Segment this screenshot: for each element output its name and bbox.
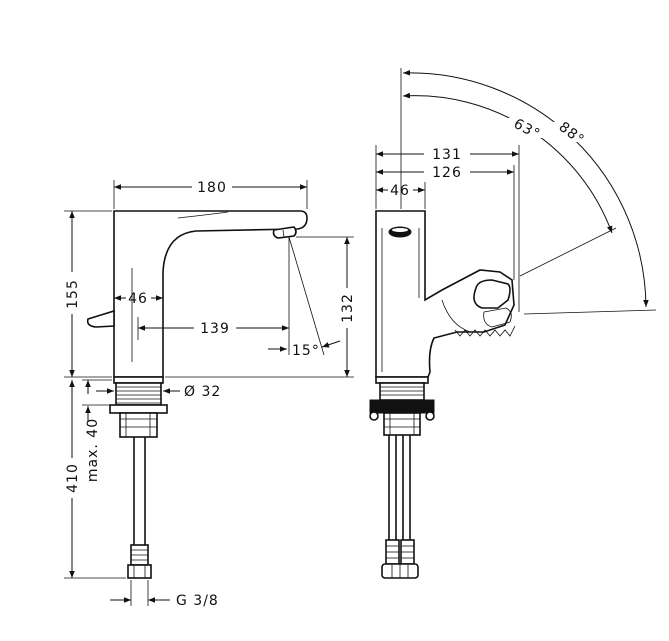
side-base-plate	[375, 376, 429, 384]
dim-hose-length: 410	[62, 380, 126, 579]
label-spout-width: 180	[197, 180, 227, 196]
dim-body-width-side: 46	[376, 182, 426, 209]
side-thread	[379, 382, 425, 401]
label-total-height: 155	[65, 279, 81, 309]
dim-max-thickness: max. 40	[82, 379, 112, 482]
label-hose-length: 410	[65, 463, 81, 493]
front-mounting-nut	[109, 404, 168, 438]
front-supply-hose	[127, 437, 152, 579]
side-lever-slot	[483, 307, 512, 328]
label-spray-angle: 15°	[292, 343, 320, 359]
dim-lever-angles: 63° 88°	[400, 68, 657, 315]
label-depth-body: 126	[432, 165, 462, 181]
label-thread-diameter: Ø 32	[184, 384, 221, 400]
dim-body-width-front: 46	[114, 291, 163, 307]
front-view: 180 155 46 139 15°	[62, 178, 357, 609]
label-spout-height: 132	[340, 293, 356, 323]
front-faucet-body	[113, 210, 308, 378]
front-thread	[115, 382, 162, 406]
front-spout-curve	[177, 211, 229, 219]
side-supply-hoses	[381, 435, 419, 579]
front-lever	[86, 309, 115, 328]
dim-thread-diameter: Ø 32	[96, 384, 221, 400]
dim-total-height: 155	[62, 210, 112, 378]
label-max-thickness: max. 40	[85, 418, 101, 482]
label-depth-total: 131	[432, 147, 462, 163]
dim-projection: 139	[137, 317, 289, 340]
side-lever-teeth	[454, 325, 516, 337]
label-body-width-side: 46	[390, 183, 410, 199]
dim-spout-width: 180	[113, 178, 308, 209]
label-body-width-front: 46	[128, 291, 148, 307]
label-connection: G 3/8	[176, 593, 219, 609]
side-view: 131 126 46 63° 88°	[369, 68, 657, 579]
dim-spout-height: 132	[165, 236, 357, 378]
aerator-nozzle	[272, 226, 297, 239]
label-projection: 139	[200, 321, 230, 337]
dim-connection: G 3/8	[110, 580, 219, 609]
dim-spray-angle: 15°	[268, 236, 341, 359]
front-base-plate	[113, 376, 164, 384]
side-mounting-nut	[369, 399, 435, 436]
aerator-ring	[282, 229, 285, 238]
